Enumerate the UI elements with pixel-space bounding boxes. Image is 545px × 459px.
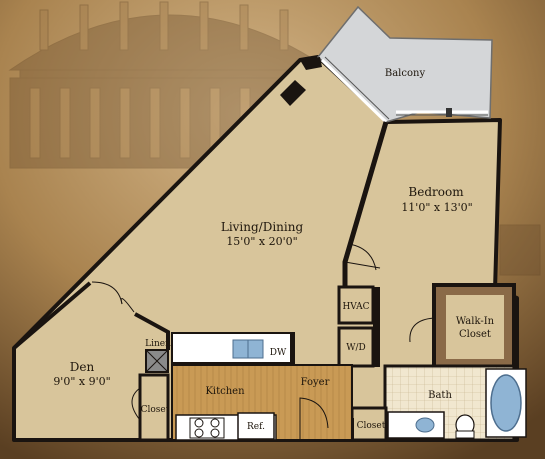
bedroom-dims: 11'0" x 13'0": [401, 201, 472, 214]
den-closet: [138, 373, 170, 442]
balcony-label: Balcony: [385, 68, 426, 79]
ref-label: Ref.: [247, 422, 265, 432]
living-dims: 15'0" x 20'0": [226, 235, 297, 248]
walk-in-label-line2: Closet: [459, 329, 491, 340]
balcony-railing: [320, 58, 388, 124]
bedroom-label: Bedroom: [408, 185, 464, 199]
linen-label: Linen: [145, 339, 171, 349]
dw-label: DW: [270, 348, 287, 358]
walk-in-label-line1: Walk-In: [456, 316, 495, 327]
bathtub-basin: [490, 374, 522, 432]
kitchen-label: Kitchen: [205, 386, 245, 397]
wd-label: W/D: [346, 343, 366, 353]
sink: [415, 417, 435, 433]
washer-dryer: [337, 326, 375, 368]
entry-closet-label: Closet: [357, 421, 386, 431]
den-closet-label: Closet: [141, 405, 170, 415]
refrigerator: [237, 412, 275, 440]
den-wall: [12, 281, 92, 350]
den-dims: 9'0" x 9'0": [53, 375, 110, 388]
living-label: Living/Dining: [221, 220, 304, 234]
bath-label: Bath: [428, 390, 452, 401]
hvac-label: HVAC: [342, 302, 369, 312]
hvac-unit: [337, 285, 375, 325]
balcony: [316, 5, 493, 123]
entry-closet: [350, 406, 388, 442]
foyer-label: Foyer: [301, 377, 330, 388]
den-label: Den: [70, 360, 95, 374]
stove: [189, 417, 225, 439]
